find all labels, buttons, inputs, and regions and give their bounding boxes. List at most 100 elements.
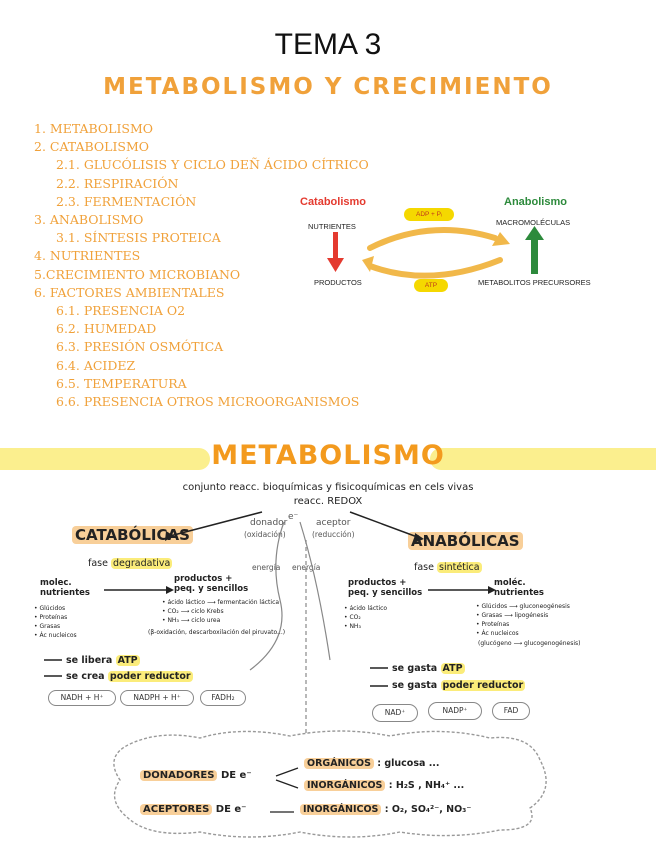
- list-item: • CO₂ ⟶ ciclo Krebs: [162, 608, 224, 615]
- gasta-poder: se gasta poder reductor: [392, 680, 526, 691]
- arrow-organicos: [275, 767, 299, 777]
- nad-oval: NAD⁺: [372, 704, 418, 722]
- anabolicas-note: (glucógeno ⟶ glucogenogénesis): [478, 640, 581, 647]
- toc-item: 6.3. PRESIÓN OSMÓTICA: [56, 339, 224, 355]
- arrow-to-catabolicas: [169, 511, 263, 537]
- toc-item: 6.4. ACIDEZ: [56, 357, 136, 373]
- donadores-row: DONADORES DE e⁻: [140, 770, 252, 781]
- anabolicas-from-items: • ácido láctico • CO₂ • NH₃: [344, 604, 424, 631]
- cloud-arrows: [270, 767, 299, 813]
- toc-item: 2.1. GLUCÓLISIS Y CICLO DEÑ ÁCIDO CÍTRIC…: [56, 157, 369, 173]
- list-item: • CO₂: [344, 614, 361, 621]
- catabolicas-from-items: • Glúcidos • Proteínas • Grasas • Ác nuclei…: [34, 604, 134, 640]
- catabolicas-title: CATABÓLICAS: [72, 526, 193, 544]
- table-of-contents: 1. METABOLISMO 2. CATABOLISMO 2.1. GLUCÓLI…: [34, 120, 369, 411]
- nadph-oval: NADPH + H⁺: [120, 690, 194, 706]
- organicos-row: ORGÁNICOS : glucosa ...: [304, 758, 440, 769]
- toc-item: 3. ANABOLISMO: [34, 212, 144, 228]
- green-up-arrow: [525, 226, 544, 274]
- list-item: • Glúcidos ⟶ gluconeogénesis: [476, 603, 570, 610]
- libera-atp: se libera ATP: [66, 655, 140, 666]
- toc-item: 3.1. SÍNTESIS PROTEICA: [56, 230, 221, 246]
- list-item: • Grasas ⟶ lipogénesis: [476, 612, 549, 619]
- section-heading: METABOLISMO: [211, 440, 445, 471]
- energy-curve-right: [299, 521, 331, 661]
- toc-item: 2.3. FERMENTACIÓN: [56, 193, 197, 209]
- gasta-atp: se gasta ATP: [392, 663, 465, 674]
- anabolicas-fase: fase sintética: [414, 562, 482, 573]
- catabolismo-label: Catabolismo: [300, 196, 367, 208]
- inorganicos2-row: INORGÁNICOS : O₂, SO₄²⁻, NO₃⁻: [300, 804, 471, 815]
- productos-label: PRODUCTOS: [314, 278, 362, 287]
- toc-item: 6.5. TEMPERATURA: [56, 375, 187, 391]
- list-item: • Ác nucleicos: [476, 630, 519, 637]
- oxidacion-label: (oxidación): [244, 530, 286, 539]
- cycle-arrows: [367, 227, 503, 279]
- reduccion-label: (reducción): [312, 530, 355, 539]
- list-item: • Grasas: [34, 623, 61, 630]
- macromoleculas-label: MACROMOLÉCULAS: [496, 218, 571, 227]
- list-item: • ácido láctico ⟶ fermentación láctica: [162, 599, 280, 606]
- metabolitos-label: METABOLITOS PRECURSORES: [478, 278, 591, 287]
- catabolicas-note: (β-oxidación, descarboxilación del piruv…: [148, 629, 286, 636]
- catabolicas-from: molec. nutrientes: [40, 578, 90, 598]
- anabolismo-label: Anabolismo: [504, 196, 567, 208]
- anabolicas-to: moléc. nutrientes: [494, 578, 544, 598]
- catabolicas-to: productos + peq. y sencillos: [174, 574, 249, 594]
- aceptores-row: ACEPTORES DE e⁻: [140, 804, 246, 815]
- toc-item: 6. FACTORES AMBIENTALES: [34, 284, 225, 300]
- nadh-oval: NADH + H⁺: [48, 690, 116, 706]
- atp-pill: ATP: [414, 279, 448, 292]
- toc-item: 2. CATABOLISMO: [34, 139, 150, 155]
- cycle-diagram: [327, 226, 544, 279]
- list-item: • Proteínas: [34, 614, 68, 621]
- adp-pill: ADP + Pᵢ: [404, 208, 454, 221]
- toc-item: 4. NUTRIENTES: [34, 248, 141, 264]
- energy-curve-left: [249, 521, 285, 671]
- anabolicas-from: productos + peq. y sencillos: [348, 578, 423, 598]
- toc-item: 1. METABOLISMO: [34, 121, 154, 136]
- arrow-to-anabolicas: [349, 511, 421, 539]
- arrows-energy: [249, 521, 331, 735]
- donador-label: donador: [250, 518, 288, 528]
- toc-item: 6.6. PRESENCIA OTROS MICROORGANISMOS: [56, 394, 360, 410]
- page-subtitle: METABOLISMO Y CRECIMIENTO: [103, 74, 553, 100]
- energia-label-right: energía: [292, 563, 321, 572]
- nadp-oval: NADP⁺: [428, 702, 482, 720]
- redox-text: reacc. REDOX: [293, 496, 363, 507]
- toc-item: 6.2. HUMEDAD: [56, 321, 157, 337]
- definition-text: conjunto reacc. bioquímicas y fisicoquím…: [182, 482, 474, 493]
- list-item: • NH₃: [344, 623, 361, 630]
- fadh2-oval: FADH₂: [200, 690, 246, 706]
- inorganicos1-row: INORGÁNICOS : H₂S , NH₄⁺ ...: [304, 780, 464, 791]
- arrowheads: [165, 531, 496, 594]
- crea-poder: se crea poder reductor: [66, 671, 193, 682]
- arrow-inorganicos1: [275, 779, 299, 789]
- cycle-top-arrow: [367, 227, 498, 251]
- cycle-top-arrowhead: [492, 232, 510, 246]
- electron-label: e⁻: [288, 512, 299, 522]
- list-item: • Glúcidos: [34, 605, 66, 612]
- aceptor-label: aceptor: [316, 518, 351, 528]
- list-item: • Proteínas: [476, 621, 510, 628]
- fad-oval: FAD: [492, 702, 530, 720]
- anabolicas-to-items: • Glúcidos ⟶ gluconeogénesis • Grasas ⟶ l…: [476, 602, 626, 638]
- nutrientes-label: NUTRIENTES: [308, 222, 356, 231]
- catabolicas-to-items: • ácido láctico ⟶ fermentación láctica • …: [162, 598, 312, 625]
- highlight-band: [0, 448, 656, 470]
- toc-item: 2.2. RESPIRACIÓN: [56, 175, 179, 191]
- energia-label-left: energía: [252, 563, 281, 572]
- list-item: • Ác nucleicos: [34, 632, 77, 639]
- page-title: TEMA 3: [274, 28, 382, 61]
- red-down-arrow: [327, 232, 344, 272]
- catabolicas-fase: fase degradativa: [88, 558, 173, 569]
- list-item: • NH₃ ⟶ ciclo urea: [162, 617, 221, 624]
- anabolicas-title: ANABÓLICAS: [408, 532, 523, 550]
- cycle-bottom-arrow: [367, 257, 503, 279]
- arrows-main: [44, 511, 492, 687]
- cycle-bottom-arrowhead: [362, 256, 374, 272]
- toc-item: 5.CRECIMIENTO MICROBIANO: [34, 266, 241, 282]
- toc-item: 6.1. PRESENCIA O2: [56, 303, 186, 319]
- list-item: • ácido láctico: [344, 605, 388, 612]
